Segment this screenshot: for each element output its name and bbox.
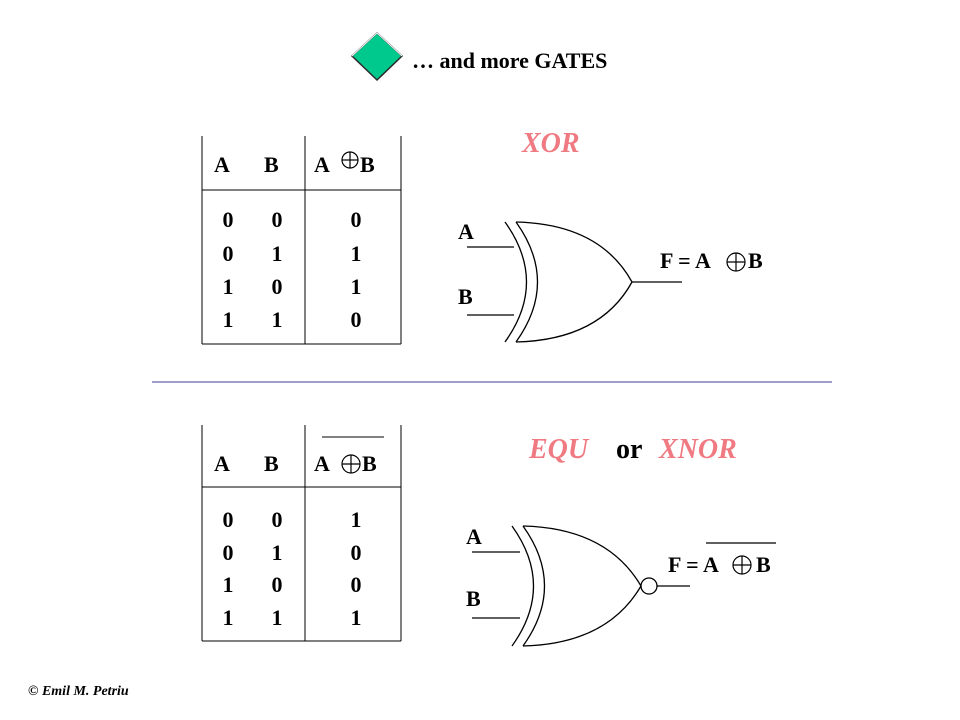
xnor-header-out-b: B xyxy=(362,451,377,476)
xnor-truth-table-lines xyxy=(201,425,402,642)
table-cell: 1 xyxy=(350,241,362,266)
or-connector-label: or xyxy=(616,434,643,465)
xnor-header-out-a: A xyxy=(314,451,330,476)
xor-header-a: A xyxy=(214,152,230,177)
table-cell: 0 xyxy=(222,207,234,232)
page-title: … and more GATES xyxy=(412,48,608,73)
table-cell: 0 xyxy=(350,207,362,232)
xnor-gate-icon xyxy=(472,525,690,647)
table-cell: 1 xyxy=(350,605,362,630)
table-cell: 1 xyxy=(271,241,283,266)
xor-header-out-a: A xyxy=(314,152,330,177)
copyright-footer: © Emil M. Petriu xyxy=(28,684,129,699)
table-cell: 1 xyxy=(222,307,234,332)
xnor-input-b: B xyxy=(466,586,481,611)
table-cell: 1 xyxy=(271,307,283,332)
xor-header-b: B xyxy=(264,152,279,177)
table-cell: 1 xyxy=(222,605,234,630)
table-cell: 0 xyxy=(350,540,362,565)
table-cell: 0 xyxy=(350,572,362,597)
xnor-header-b: B xyxy=(264,451,279,476)
table-cell: 1 xyxy=(271,605,283,630)
xor-gate-icon xyxy=(467,221,682,343)
xnor-formula-rhs: B xyxy=(756,552,771,577)
table-cell: 0 xyxy=(271,274,283,299)
xor-truth-table-lines xyxy=(201,136,402,345)
table-cell: 0 xyxy=(222,507,234,532)
table-cell: 0 xyxy=(271,507,283,532)
xor-formula-lhs: F = A xyxy=(660,248,711,273)
xnor-input-a: A xyxy=(466,524,482,549)
diamond-bullet-icon xyxy=(350,31,404,82)
table-cell: 0 xyxy=(271,572,283,597)
xor-header-out-b: B xyxy=(360,152,375,177)
xor-formula-rhs: B xyxy=(748,248,763,273)
table-cell: 1 xyxy=(222,572,234,597)
table-cell: 1 xyxy=(350,507,362,532)
table-cell: 0 xyxy=(222,241,234,266)
xnor-formula-overbar-and-circle-plus xyxy=(706,542,776,575)
xnor-formula-lhs: F = A xyxy=(668,552,719,577)
table-cell: 1 xyxy=(350,274,362,299)
xnor-header-a: A xyxy=(214,451,230,476)
xor-formula-circle-plus-icon xyxy=(726,252,746,272)
xnor-gate-label: XNOR xyxy=(659,434,737,465)
xor-header-circle-plus-icon xyxy=(341,151,359,169)
xnor-header-circle-plus-icon xyxy=(341,454,361,474)
table-cell: 0 xyxy=(222,540,234,565)
table-cell: 0 xyxy=(271,207,283,232)
xor-gate-label: XOR xyxy=(522,128,580,159)
table-cell: 1 xyxy=(222,274,234,299)
xor-input-a: A xyxy=(458,219,474,244)
equ-gate-label: EQU xyxy=(529,434,589,465)
table-cell: 1 xyxy=(271,540,283,565)
xor-input-b: B xyxy=(458,284,473,309)
table-cell: 0 xyxy=(350,307,362,332)
